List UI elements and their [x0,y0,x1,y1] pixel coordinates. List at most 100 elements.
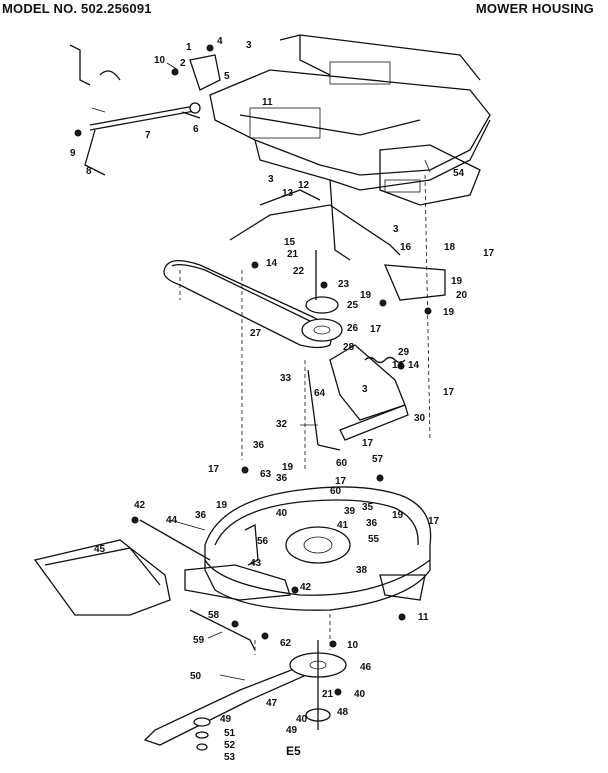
callout-label: 17 [443,387,455,398]
callout-label: 59 [193,635,205,646]
callout-label: 17 [335,476,347,487]
callout-label: 60 [330,486,342,497]
callout-label: 19 [392,510,404,521]
callout-label: 11 [418,612,429,623]
callout-label: 41 [337,520,349,531]
callout-label: 14 [266,258,278,269]
callout-label: 57 [372,454,384,465]
section-title: MOWER HOUSING [475,1,594,16]
callout-label: 17 [208,464,220,475]
callout-label: 36 [276,473,288,484]
drive-belt [163,250,343,349]
callout-label: 17 [362,438,374,449]
idler-assembly [229,189,446,451]
callout-label: 38 [356,565,368,576]
callout-label: 46 [360,662,372,673]
callout-label: 29 [398,347,410,358]
callout-label: 17 [483,248,495,259]
fasteners [131,261,432,696]
callout-label: 43 [250,558,262,569]
callout-label: 26 [347,323,359,334]
callout-label: 42 [300,582,312,593]
diagram-code: E5 [286,744,301,758]
callout-label: 25 [347,300,359,311]
callout-label: 53 [224,752,236,763]
callout-label: 48 [337,707,349,718]
callout-label: 60 [336,458,348,469]
callout-label: 58 [208,610,220,621]
callout-label: 1 [186,42,192,53]
callout-label: 63 [260,469,272,480]
callout-label: 12 [298,180,310,191]
model-number: MODEL NO. 502.256091 [2,1,152,16]
callout-label: 36 [253,440,265,451]
callout-label: 7 [145,130,151,141]
callout-label: 21 [322,689,334,700]
callout-label: 32 [276,419,288,430]
callout-label: 14 [392,360,404,371]
callout-label: 19 [451,276,463,287]
callout-label: 19 [443,307,455,318]
callout-label: 17 [428,516,440,527]
callout-label: 64 [314,388,326,399]
callout-label: 5 [224,71,230,82]
callout-label: 14 [408,360,420,371]
callout-label: 3 [362,384,368,395]
callout-label: 16 [400,242,412,253]
callout-label: 22 [293,266,305,277]
callout-label: 49 [286,725,298,736]
callout-label: 10 [154,55,166,66]
callout-label: 3 [268,174,274,185]
callout-label: 40 [296,714,308,725]
callout-label: 8 [86,166,92,177]
lift-linkage [74,44,221,176]
callout-label: 33 [280,373,292,384]
callout-label: 19 [282,462,294,473]
callout-label: 44 [166,515,178,526]
callout-label: 9 [70,148,76,159]
callout-label: 39 [344,506,356,517]
callout-label: 28 [343,342,355,353]
callout-label: 11 [262,97,273,108]
callout-label: 20 [456,290,468,301]
callout-label: 21 [287,249,299,260]
callout-label: 3 [246,40,252,51]
callout-label: 40 [354,689,366,700]
callout-label: 54 [453,168,465,179]
callout-label: 2 [180,58,186,69]
callout-label: 6 [193,124,199,135]
callout-label: 18 [444,242,456,253]
callout-label: 4 [217,36,223,47]
callout-label: 13 [282,188,294,199]
callout-label: 45 [94,544,106,555]
discharge-chute [33,519,291,651]
callout-label: 40 [276,508,288,519]
mower-frame [69,34,491,261]
callout-label: 30 [414,413,426,424]
callout-label: 56 [257,536,269,547]
callout-label: 36 [195,510,207,521]
callout-label: 52 [224,740,236,751]
callout-label: 15 [284,237,296,248]
callout-label: 17 [370,324,382,335]
callout-labels: 1 2 3 4 5 6 7 8 9 10 11 11 12 3 13 14 14… [70,36,495,763]
callout-label: 36 [366,518,378,529]
callout-label: 19 [216,500,228,511]
callout-label: 23 [338,279,350,290]
callout-label: 62 [280,638,292,649]
callout-label: 47 [266,698,278,709]
callout-label: 35 [362,502,374,513]
blade-assembly [143,640,347,751]
callout-label: 10 [347,640,359,651]
callout-label: 49 [220,714,232,725]
leader-lines [91,62,431,681]
callout-label: 27 [250,328,262,339]
mower-deck [204,486,432,611]
callout-label: 51 [224,728,236,739]
callout-label: 55 [368,534,380,545]
callout-label: 50 [190,671,202,682]
callout-label: 3 [393,224,399,235]
callout-label: 42 [134,500,146,511]
